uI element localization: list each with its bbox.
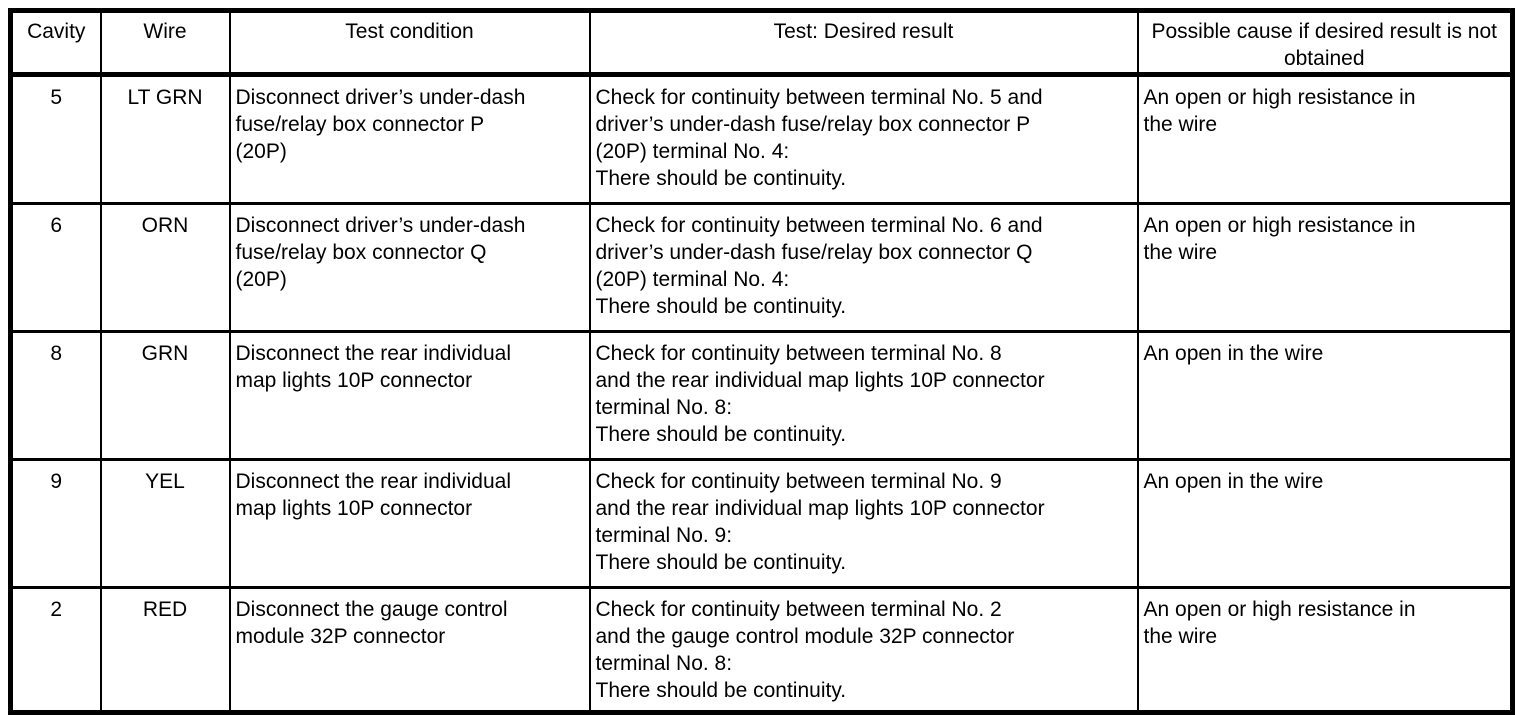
table-row: 9 YEL Disconnect the rear individual map… [9,458,1514,589]
cavity-cell: 8 [9,330,102,461]
desired-result-cell: Check for continuity between terminal No… [588,73,1139,205]
test-condition-cell: Disconnect the rear individual map light… [228,330,591,461]
column-header-wire: Wire [99,9,231,77]
column-header-test-condition: Test condition [228,9,591,77]
wire-cell: LT GRN [99,73,231,205]
column-header-cavity: Cavity [9,9,102,77]
possible-cause-cell: An open or high resistance in the wire [1136,586,1514,714]
test-condition-cell: Disconnect the rear individual map light… [228,458,591,589]
table-row: 8 GRN Disconnect the rear individual map… [9,330,1514,461]
desired-result-cell: Check for continuity between terminal No… [588,458,1139,589]
wire-cell: GRN [99,330,231,461]
table-body: 5 LT GRN Disconnect driver’s under-dash … [9,73,1514,714]
column-header-desired-result: Test: Desired result [588,9,1139,77]
test-condition-cell: Disconnect the gauge control module 32P … [228,586,591,714]
header-row: Cavity Wire Test condition Test: Desired… [9,9,1514,77]
desired-result-cell: Check for continuity between terminal No… [588,586,1139,714]
desired-result-cell: Check for continuity between terminal No… [588,202,1139,333]
desired-result-cell: Check for continuity between terminal No… [588,330,1139,461]
wire-cell: ORN [99,202,231,333]
cavity-cell: 2 [9,586,102,714]
wire-cell: RED [99,586,231,714]
wire-cell: YEL [99,458,231,589]
table-row: 5 LT GRN Disconnect driver’s under-dash … [9,73,1514,205]
cavity-cell: 5 [9,73,102,205]
possible-cause-cell: An open in the wire [1136,330,1514,461]
table-header: Cavity Wire Test condition Test: Desired… [9,9,1514,77]
continuity-test-table: Cavity Wire Test condition Test: Desired… [8,8,1515,715]
test-condition-cell: Disconnect driver’s under-dash fuse/rela… [228,73,591,205]
cavity-cell: 9 [9,458,102,589]
test-condition-cell: Disconnect driver’s under-dash fuse/rela… [228,202,591,333]
table-row: 2 RED Disconnect the gauge control modul… [9,586,1514,714]
possible-cause-cell: An open or high resistance in the wire [1136,202,1514,333]
possible-cause-cell: An open in the wire [1136,458,1514,589]
possible-cause-cell: An open or high resistance in the wire [1136,73,1514,205]
table-row: 6 ORN Disconnect driver’s under-dash fus… [9,202,1514,333]
column-header-possible-cause: Possible cause if desired result is not … [1136,9,1514,77]
cavity-cell: 6 [9,202,102,333]
